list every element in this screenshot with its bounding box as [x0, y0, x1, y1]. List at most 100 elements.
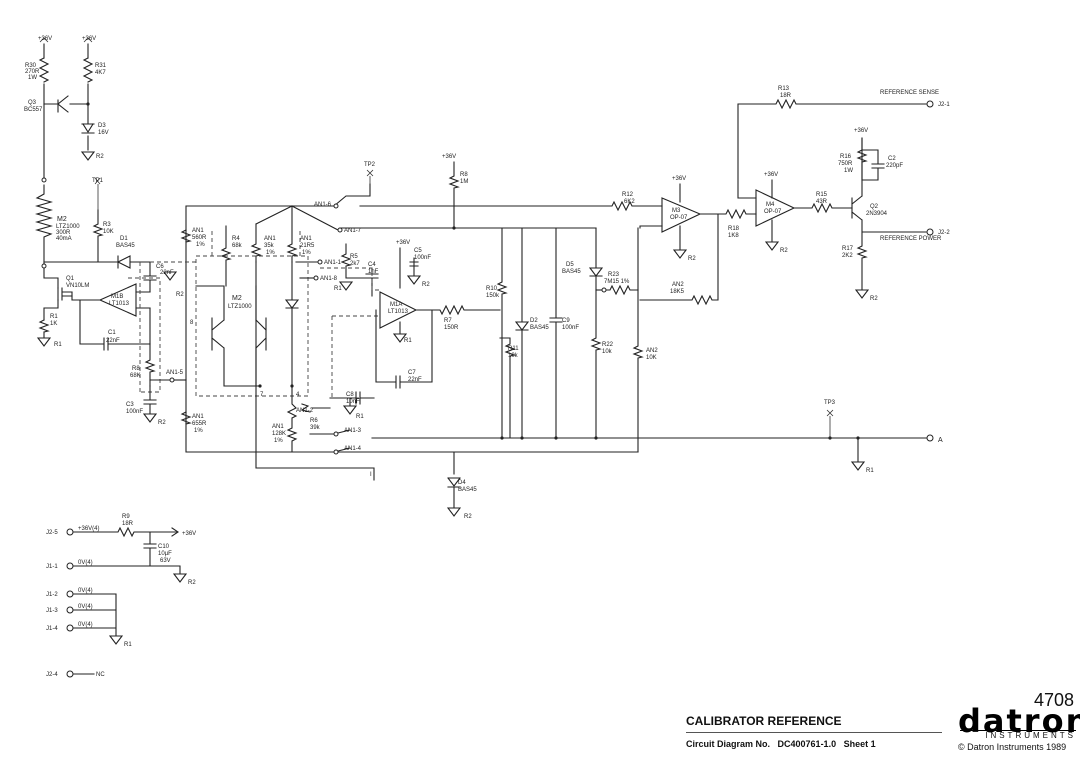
m3-value: OP-07 — [670, 215, 688, 221]
r6-label: R6 — [310, 418, 318, 424]
r5-value: 2k7 — [350, 261, 360, 267]
ground-r2-label: R2 — [176, 292, 184, 298]
r10-value: 150k — [486, 293, 500, 299]
ground-r1-label: R1 — [866, 468, 874, 474]
r17-label: R17 — [842, 246, 854, 252]
title-block: 4708 CALIBRATOR REFERENCE Circuit Diagra… — [682, 690, 1080, 754]
regulator-section: +36V R8 1M D4 BAS45 R2 R10 150k D2 BAS45… — [339, 154, 943, 520]
r3-label: R3 — [103, 222, 111, 228]
d4-label: D4 — [458, 480, 466, 486]
r12-value: 6K2 — [624, 199, 635, 205]
pin-number: 8 — [190, 320, 194, 326]
c5-value: 100nF — [414, 255, 431, 261]
d3-label: D3 — [98, 123, 106, 129]
r15-label: R15 — [816, 192, 828, 198]
r9-output-label: +36V — [182, 531, 196, 537]
ground-r2-label: R2 — [780, 248, 788, 254]
c3-label: C3 — [126, 402, 134, 408]
datron-logo-subtext: INSTRUMENTS — [960, 730, 1076, 740]
an1-tolerance: 1% — [274, 438, 283, 444]
r9-value: 18R — [122, 521, 134, 527]
m1a-section: R5 2k7 C4 1nF R1 +36V C5 100nF R2 M1A LT… — [320, 240, 501, 420]
j2-4-label: J2-4 — [46, 672, 58, 678]
r1-label: R1 — [50, 314, 58, 320]
ground-r1-label: R1 — [334, 286, 342, 292]
sheet-label: Sheet 1 — [843, 739, 876, 749]
sheet-number: 4708 — [1033, 690, 1074, 710]
r9-label: R9 — [122, 514, 130, 520]
diagram-number-label: Circuit Diagram No. — [686, 739, 771, 749]
r4-value: 68k — [232, 243, 243, 249]
r30-value: 270R — [25, 69, 40, 75]
m4-value: OP-07 — [764, 209, 782, 215]
m2-left-value3: 40mA — [56, 236, 72, 242]
an1-label: AN1 — [300, 236, 312, 242]
r16-label: R16 — [840, 154, 852, 160]
label-i: I — [370, 472, 372, 478]
ground-r1-label: R1 — [124, 642, 132, 648]
r3-value: 10K — [103, 229, 114, 235]
ground-r2-label: R2 — [158, 420, 166, 426]
an2-value: 18K5 — [670, 289, 685, 295]
j2-5-net: +36V(4) — [78, 526, 100, 532]
rail-label: +36V — [396, 240, 410, 246]
rail-label: +36V — [38, 36, 52, 42]
rail-label: +36V — [854, 128, 868, 134]
d2-label: D2 — [530, 318, 538, 324]
m1a-value: LT1013 — [388, 309, 409, 315]
r1-value: 1K — [50, 321, 57, 327]
tp3-label: TP3 — [824, 400, 836, 406]
an1-pin-label: AN1-7 — [344, 228, 362, 234]
d5-value: BAS45 — [562, 269, 581, 275]
an1-value: 655R — [192, 421, 207, 427]
ground-r1-label: R1 — [356, 414, 364, 420]
ground-r2-label: R2 — [688, 256, 696, 262]
r8b-label: R8 — [460, 172, 468, 178]
r16-rating: 1W — [844, 168, 853, 174]
r13-label: R13 — [778, 86, 790, 92]
an1-label: AN1 — [272, 424, 284, 430]
m3-label: M3 — [672, 208, 681, 214]
an2-label: AN2 — [646, 348, 658, 354]
an1-label: AN1 — [192, 228, 204, 234]
j1-1-net: 0V(4) — [78, 560, 93, 566]
an1-label: AN1 — [192, 414, 204, 420]
an1-value: 128K — [272, 431, 286, 437]
r4-label: R4 — [232, 236, 240, 242]
d1-value: BAS45 — [116, 243, 135, 249]
supply-section: +36V +36V R30 270R 1W R31 4K7 Q3 BC557 D… — [24, 36, 109, 161]
ground-r2-label: R2 — [464, 514, 472, 520]
j2-2-label: J2-2 — [938, 230, 950, 236]
c7-value: 22nF — [408, 377, 422, 383]
connector-section: J2-5 +36V(4) R9 18R +36V C10 10µF 63V J1… — [46, 514, 196, 678]
r8-value: 68K — [130, 373, 141, 379]
j1-4-label: J1-4 — [46, 626, 58, 632]
r7-value: 150R — [444, 325, 459, 331]
r15-value: 43R — [816, 199, 828, 205]
an1-pin-label: AN1-1 — [324, 260, 342, 266]
j1-2-net: 0V(4) — [78, 588, 93, 594]
an1-label: AN1 — [264, 236, 276, 242]
j2-1-label: J2-1 — [938, 102, 950, 108]
rail-label: +36V — [672, 176, 686, 182]
c8-label: C8 — [346, 392, 354, 398]
m1a-label: M1A — [390, 302, 402, 308]
m2-center-value: LTZ1000 — [228, 304, 252, 310]
c9-label: C9 — [562, 318, 570, 324]
r22-value: 10k — [602, 349, 613, 355]
r11-label: R11 — [508, 346, 519, 352]
an1-tolerance: 1% — [266, 250, 275, 256]
ground-r2-label: R2 — [96, 154, 104, 160]
rail-label: +36V — [82, 36, 96, 42]
output-section: R12 6K2 M3 OP-07 +36V R2 AN2 18K5 R18 1K… — [359, 86, 950, 306]
c4-value: 1nF — [368, 269, 379, 275]
r11-value: 10k — [508, 353, 519, 359]
an1-tolerance: 1% — [196, 242, 205, 248]
c2-label: C2 — [888, 156, 896, 162]
an1-value: 35k — [264, 243, 275, 249]
diagram-title: CALIBRATOR REFERENCE — [686, 714, 842, 728]
c10-rating: 63V — [160, 558, 171, 564]
ground-r1-label: R1 — [54, 342, 62, 348]
c4-label: C4 — [368, 262, 376, 268]
